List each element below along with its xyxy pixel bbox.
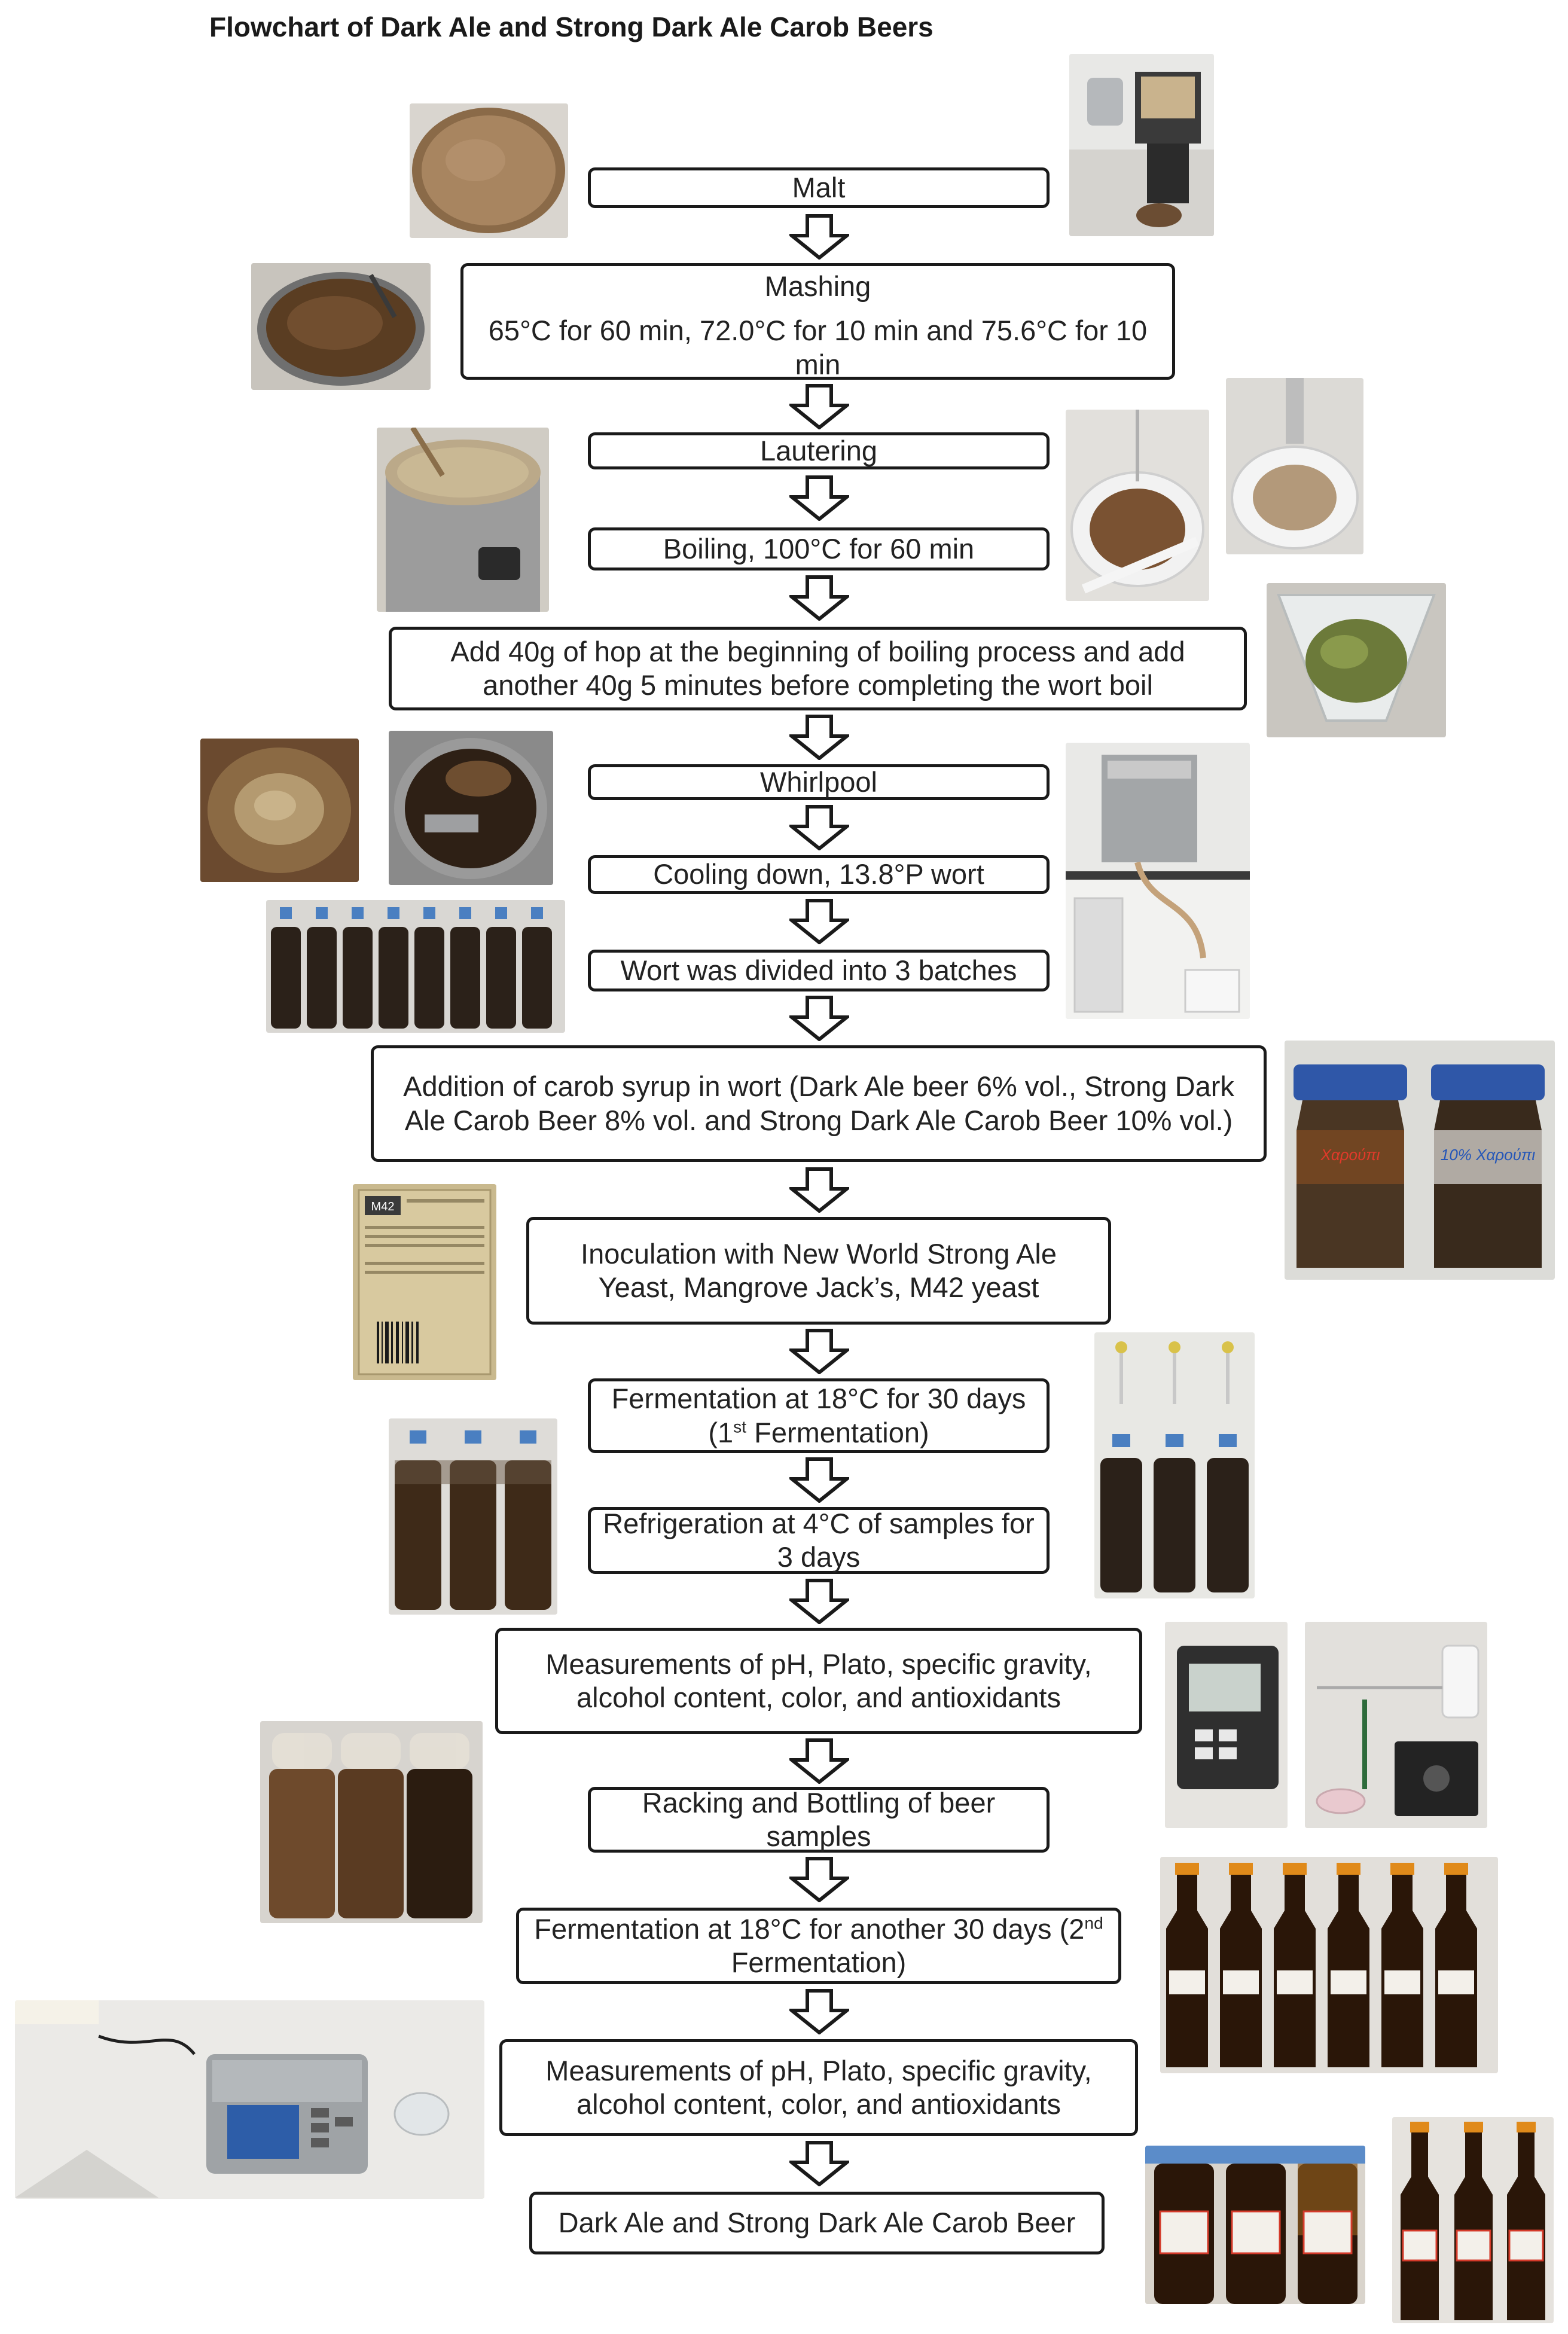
step-final-label: Dark Ale and Strong Dark Ale Carob Beer xyxy=(558,2207,1076,2239)
step-fermentation-2: Fermentation at 18°C for another 30 days… xyxy=(516,1908,1121,1984)
step-boiling: Boiling, 100°C for 60 min xyxy=(588,527,1050,570)
step-inoculation-label: Inoculation with New World Strong Ale Ye… xyxy=(581,1237,1057,1303)
photo-mash-pot xyxy=(251,263,431,390)
arrow-down-icon xyxy=(789,1579,849,1624)
step-malt-label: Malt xyxy=(792,171,846,203)
step-racking-label: Racking and Bottling of beer samples xyxy=(642,1786,996,1852)
photo-grain-mill xyxy=(1069,54,1214,236)
arrow-down-icon xyxy=(789,1329,849,1374)
photo-yeast-sachet: M42 xyxy=(353,1184,496,1380)
photo-lauter-tun xyxy=(1066,410,1209,601)
photo-labeled-bottles-a xyxy=(1145,2146,1365,2304)
step-cooling: Cooling down, 13.8°P wort xyxy=(588,855,1050,894)
step-cooling-label: Cooling down, 13.8°P wort xyxy=(653,858,984,890)
photo-malt-bowl xyxy=(410,103,568,238)
bottle-label-b: 10% Χαρούπι xyxy=(1441,1146,1535,1164)
step-fermentation-2-label: Fermentation at 18°C for another 30 days… xyxy=(534,1912,1103,1978)
step-lautering-label: Lautering xyxy=(760,434,877,466)
arrow-down-icon xyxy=(789,2141,849,2186)
step-lautering: Lautering xyxy=(588,432,1050,469)
step-divided: Wort was divided into 3 batches xyxy=(588,950,1050,991)
arrow-down-icon xyxy=(789,575,849,621)
photo-ph-meter xyxy=(1305,1622,1487,1828)
sachet-label: M42 xyxy=(371,1200,395,1213)
photo-hop-pellets xyxy=(1267,583,1446,737)
step-malt: Malt xyxy=(588,167,1050,208)
step-fermentation-1: Fermentation at 18°C for 30 days (1st Fe… xyxy=(588,1378,1050,1453)
photo-whirlpool-2 xyxy=(389,731,553,885)
photo-racking-bottles xyxy=(260,1721,483,1923)
bottle-label-a: Χαρούπι xyxy=(1320,1146,1380,1164)
step-whirlpool-label: Whirlpool xyxy=(760,765,877,798)
photo-carob-bottles: Χαρούπι 10% Χαρούπι xyxy=(1285,1041,1555,1280)
step-refrigeration: Refrigeration at 4°C of samples for 3 da… xyxy=(588,1507,1050,1574)
step-mashing-detail: 65°C for 60 min, 72.0°C for 10 min and 7… xyxy=(488,315,1148,380)
step-carob-label: Addition of carob syrup in wort (Dark Al… xyxy=(403,1070,1234,1136)
step-refrigeration-label: Refrigeration at 4°C of samples for 3 da… xyxy=(603,1507,1035,1573)
photo-labeled-bottles-b xyxy=(1392,2117,1554,2323)
arrow-down-icon xyxy=(789,899,849,944)
step-measurements-1-label: Measurements of pH, Plato, specific grav… xyxy=(545,1647,1092,1713)
arrow-down-icon xyxy=(789,384,849,429)
photo-amber-bottles xyxy=(1160,1857,1498,2073)
step-measurements-1: Measurements of pH, Plato, specific grav… xyxy=(495,1628,1142,1734)
arrow-down-icon xyxy=(789,996,849,1041)
step-carob: Addition of carob syrup in wort (Dark Al… xyxy=(371,1045,1267,1162)
arrow-down-icon xyxy=(789,1989,849,2034)
arrow-down-icon xyxy=(789,1857,849,1902)
photo-lauter-pot xyxy=(377,428,549,612)
photo-whirlpool-1 xyxy=(200,739,359,882)
step-hop: Add 40g of hop at the beginning of boili… xyxy=(389,627,1247,710)
photo-airlock-bottles xyxy=(1094,1332,1255,1598)
step-measurements-2: Measurements of pH, Plato, specific grav… xyxy=(499,2039,1138,2136)
photo-wort-bottles xyxy=(266,900,565,1033)
step-fermentation-1-label: Fermentation at 18°C for 30 days (1st Fe… xyxy=(611,1383,1026,1448)
photo-fermentation-bottles xyxy=(389,1418,557,1615)
page-title: Flowchart of Dark Ale and Strong Dark Al… xyxy=(209,11,934,42)
arrow-down-icon xyxy=(789,214,849,260)
arrow-down-icon xyxy=(789,1167,849,1213)
arrow-down-icon xyxy=(789,1457,849,1503)
photo-wort-chiller xyxy=(1066,743,1250,1019)
step-whirlpool: Whirlpool xyxy=(588,764,1050,800)
arrow-down-icon xyxy=(789,1738,849,1784)
arrow-down-icon xyxy=(789,475,849,521)
step-final: Dark Ale and Strong Dark Ale Carob Beer xyxy=(529,2192,1105,2254)
step-mashing: Mashing 65°C for 60 min, 72.0°C for 10 m… xyxy=(460,263,1175,380)
arrow-down-icon xyxy=(789,805,849,850)
step-divided-label: Wort was divided into 3 batches xyxy=(620,954,1017,986)
step-mashing-label: Mashing xyxy=(764,270,871,302)
arrow-down-icon xyxy=(789,715,849,760)
step-racking: Racking and Bottling of beer samples xyxy=(588,1787,1050,1853)
step-hop-label: Add 40g of hop at the beginning of boili… xyxy=(450,635,1185,701)
photo-spectrophotometer xyxy=(15,2000,484,2199)
step-inoculation: Inoculation with New World Strong Ale Ye… xyxy=(526,1217,1111,1325)
photo-lauter-top xyxy=(1226,378,1363,554)
step-measurements-2-label: Measurements of pH, Plato, specific grav… xyxy=(545,2054,1092,2120)
step-boiling-label: Boiling, 100°C for 60 min xyxy=(663,532,975,565)
photo-density-meter xyxy=(1165,1622,1288,1828)
